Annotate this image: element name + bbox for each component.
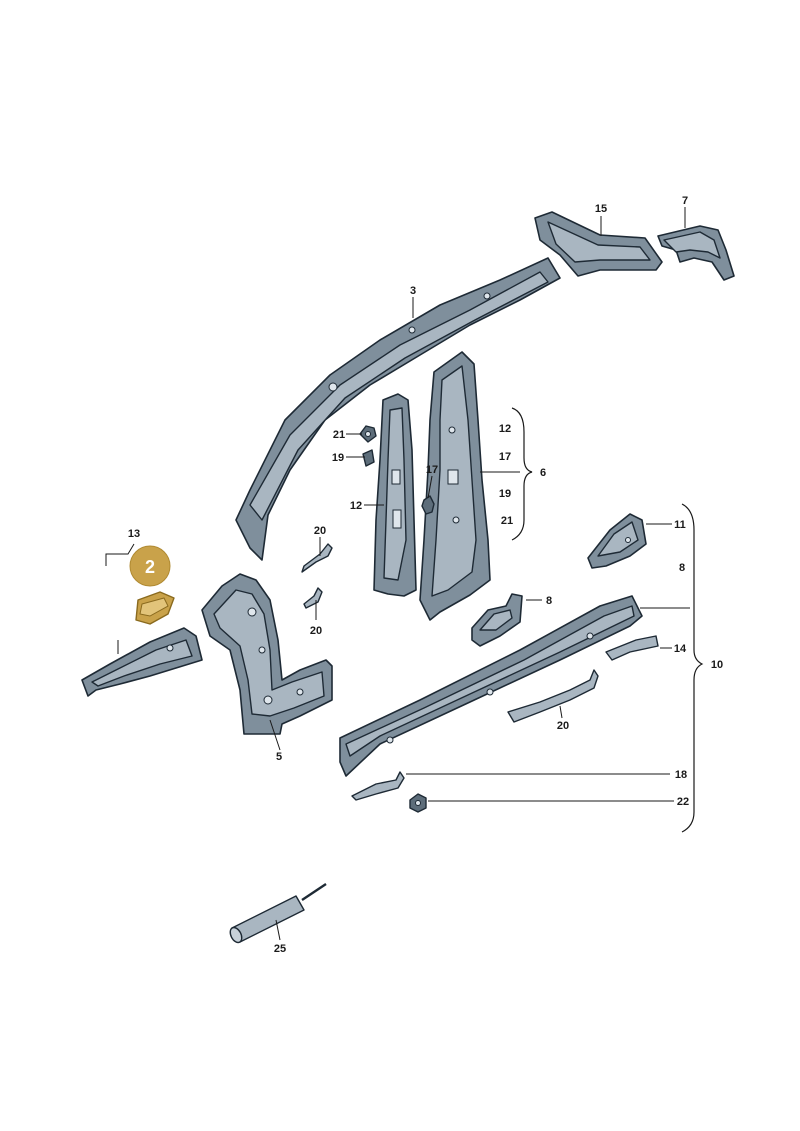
part-20-sill-strip[interactable] <box>507 669 599 723</box>
callout-19b: 19 <box>499 488 511 500</box>
part-20-bracket-upper[interactable] <box>301 543 333 573</box>
callout-7: 7 <box>682 195 688 207</box>
part-3-roof-rail[interactable] <box>235 257 561 561</box>
leader-lines <box>105 207 690 941</box>
callout-17b: 17 <box>499 451 511 463</box>
part-2-badge-label: 2 <box>145 557 155 577</box>
callout-19a: 19 <box>332 452 344 464</box>
part-14-bracket[interactable] <box>605 635 659 661</box>
part-25-sealant-tube[interactable] <box>228 883 327 944</box>
callout-3: 3 <box>410 285 416 297</box>
callout-10: 10 <box>711 659 723 671</box>
part-15-rear-roof-bracket[interactable] <box>534 211 663 277</box>
part-21-clip[interactable] <box>359 425 377 443</box>
part-2-badge[interactable]: 2 <box>129 545 171 587</box>
callout-18: 18 <box>675 769 687 781</box>
callout-21b: 21 <box>501 515 513 527</box>
callout-5: 5 <box>276 751 282 763</box>
callout-25: 25 <box>274 943 286 955</box>
part-22-nut[interactable] <box>409 793 427 813</box>
brace-group-10 <box>681 503 704 833</box>
part-13-front-strut[interactable] <box>81 627 203 697</box>
callout-15: 15 <box>595 203 607 215</box>
callout-labels: 3 15 7 21 19 12 17 12 17 19 21 6 20 20 1… <box>128 195 723 955</box>
callout-20c: 20 <box>557 720 569 732</box>
part-5-a-pillar-lower[interactable] <box>201 573 333 735</box>
part-b-pillar-outer[interactable] <box>419 351 491 621</box>
callout-12a: 12 <box>350 500 362 512</box>
part-8-sill-bracket[interactable] <box>471 593 523 647</box>
callout-14: 14 <box>674 643 687 655</box>
callout-8a: 8 <box>546 595 552 607</box>
callout-22: 22 <box>677 796 689 808</box>
callout-20b: 20 <box>310 625 322 637</box>
part-20-bracket-middle[interactable] <box>303 587 323 609</box>
callout-21a: 21 <box>333 429 345 441</box>
callout-6: 6 <box>540 467 546 479</box>
part-18-clip[interactable] <box>351 771 405 801</box>
callout-17a: 17 <box>426 464 438 476</box>
part-19-clip[interactable] <box>362 449 375 467</box>
callout-8b: 8 <box>679 562 685 574</box>
brace-group-6 <box>511 407 533 541</box>
callout-12b: 12 <box>499 423 511 435</box>
callout-13: 13 <box>128 528 140 540</box>
callout-20a: 20 <box>314 525 326 537</box>
part-2-reinforcement[interactable] <box>135 591 175 625</box>
callout-11: 11 <box>674 519 686 531</box>
part-12-b-pillar-inner[interactable] <box>373 393 417 597</box>
part-17-clip[interactable] <box>421 495 435 515</box>
part-11-rear-bracket[interactable] <box>587 513 647 569</box>
part-sill-rocker[interactable] <box>339 595 643 777</box>
part-7-rear-corner-panel[interactable] <box>657 225 735 281</box>
